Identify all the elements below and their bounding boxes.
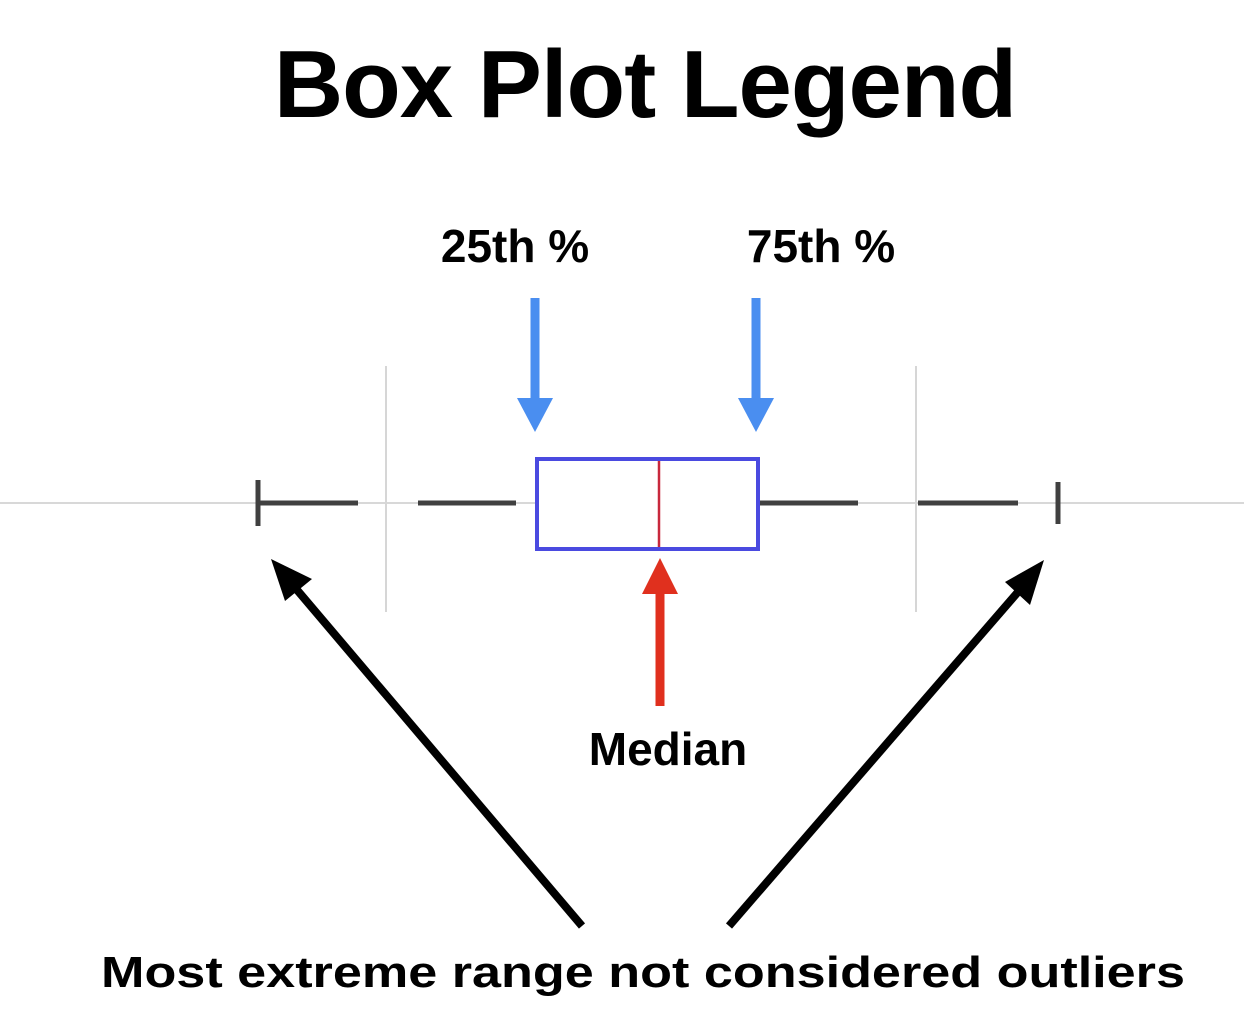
- q3-arrow: [738, 298, 774, 432]
- median-label: Median: [589, 723, 747, 775]
- q3-label: 75th %: [747, 220, 895, 272]
- q1-arrow: [517, 298, 553, 432]
- left-whisker-arrow: [271, 559, 586, 929]
- page-title: Box Plot Legend: [273, 31, 1017, 138]
- median-arrow: [642, 558, 678, 706]
- right-whisker-arrow: [725, 560, 1044, 929]
- interquartile-box: [535, 457, 760, 551]
- q1-label: 25th %: [441, 220, 589, 272]
- whisker-label: Most extreme range not considered outlie…: [101, 948, 1185, 997]
